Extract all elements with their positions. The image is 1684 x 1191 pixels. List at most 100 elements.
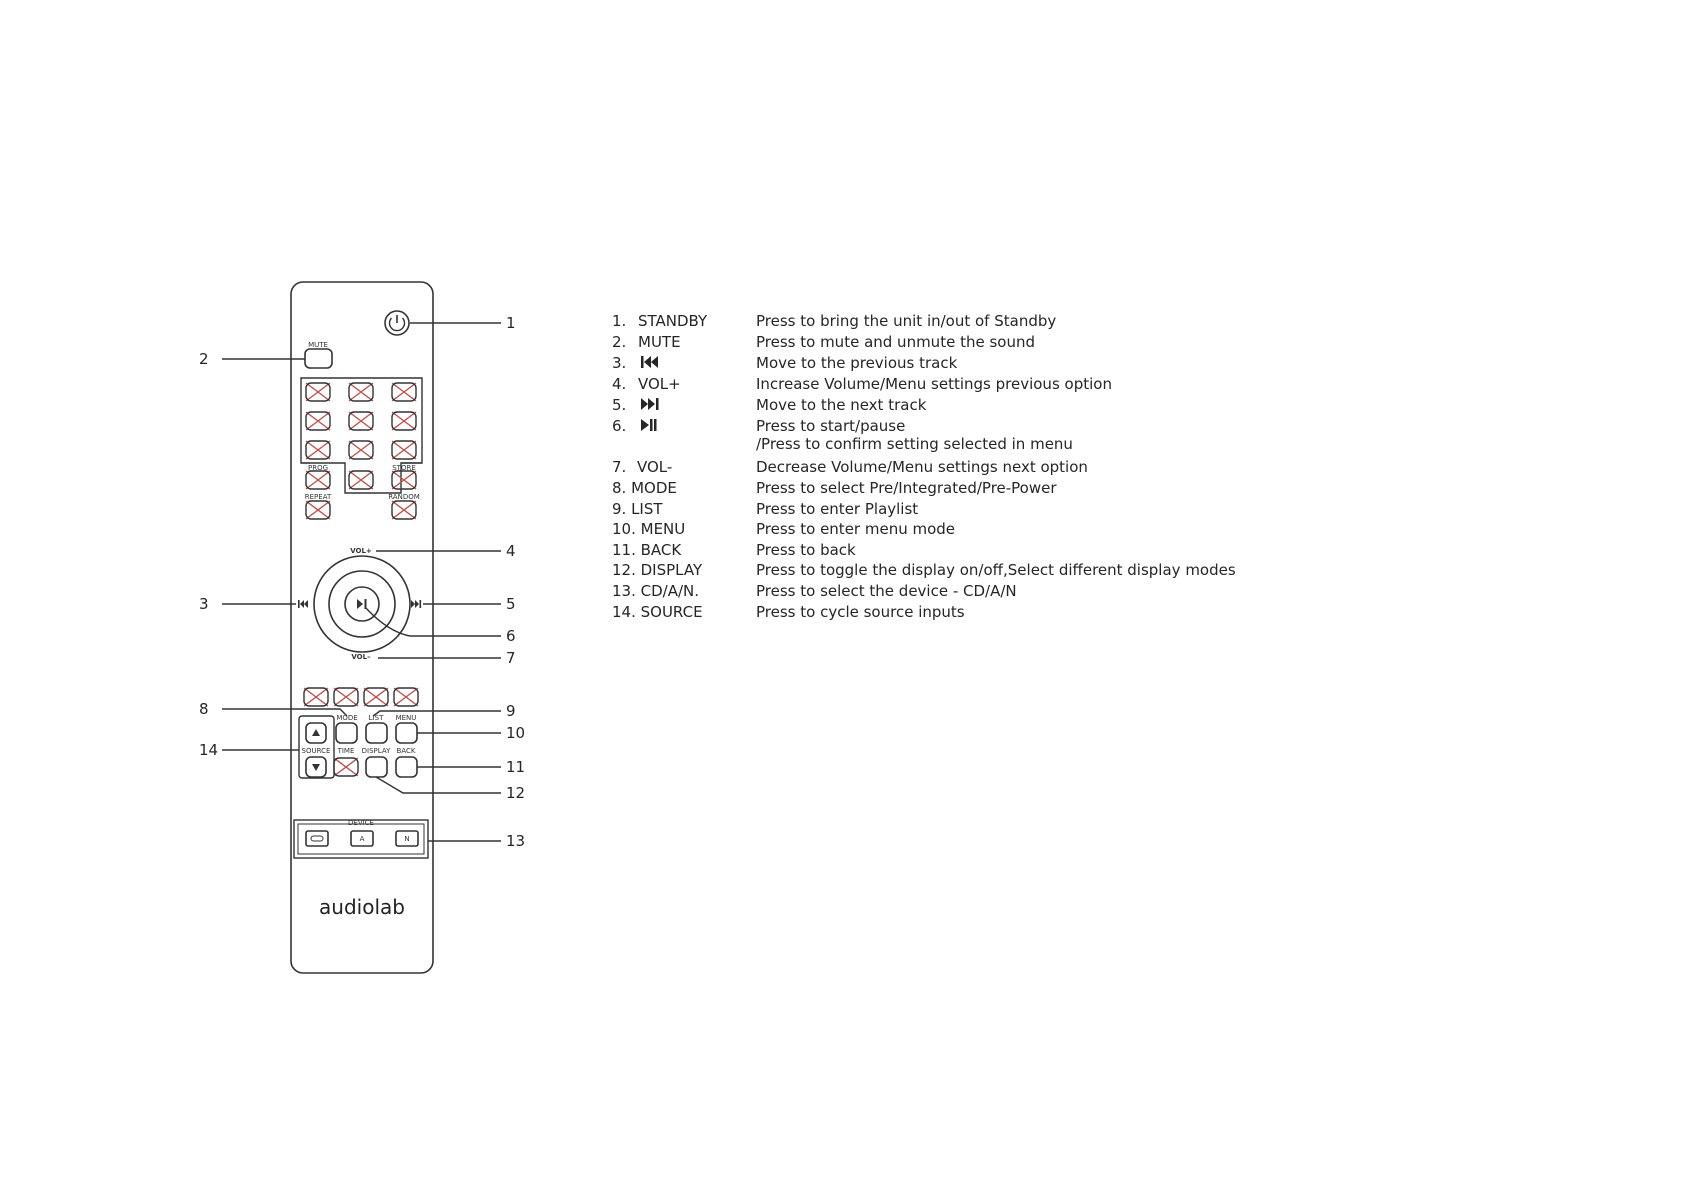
callout-line-6 [364, 606, 501, 637]
play-pause-icon [357, 599, 367, 609]
time-button[interactable] [333, 757, 359, 777]
standby-button[interactable] [384, 310, 410, 336]
legend-num: 7. [612, 458, 627, 476]
callout-14: 14 [199, 741, 218, 759]
legend-desc: Press to back [756, 541, 856, 559]
device-a-button[interactable] [350, 830, 374, 847]
callout-line-9 [372, 710, 501, 717]
keypad-button-0[interactable] [348, 470, 374, 490]
source-group-outline [298, 715, 335, 779]
next-track-icon [411, 600, 422, 608]
legend-desc: Increase Volume/Menu settings previous o… [756, 375, 1112, 393]
back-button[interactable] [395, 756, 418, 778]
legend-desc: Press to select the device - CD/A/N [756, 582, 1017, 600]
legend-desc: Press to bring the unit in/out of Standb… [756, 312, 1057, 330]
random-button-disabled-cross [391, 500, 417, 520]
legend-num: 6. [612, 417, 627, 435]
keypad-button-9[interactable] [391, 440, 417, 460]
nav-ring [313, 555, 411, 653]
legend-label: 14. SOURCE [612, 603, 703, 621]
keypad-button-6[interactable] [391, 411, 417, 431]
callout-5: 5 [506, 595, 516, 613]
source-label: SOURCE [302, 747, 331, 755]
legend-desc-continued: /Press to confirm setting selected in me… [756, 435, 1073, 453]
callout-6: 6 [506, 627, 516, 645]
device-n-button[interactable] [395, 830, 419, 847]
keypad-button-6-disabled-cross [391, 411, 417, 431]
previous-track-icon [298, 600, 308, 608]
keypad-button-9-disabled-cross [391, 440, 417, 460]
prog-label: PROG [308, 464, 328, 472]
source-up-icon [312, 729, 320, 736]
keypad-button-3[interactable] [391, 382, 417, 402]
callout-12: 12 [506, 784, 525, 802]
callout-13: 13 [506, 832, 525, 850]
callout-10: 10 [506, 724, 525, 742]
keypad-button-1[interactable] [305, 382, 331, 402]
next-track-icon [641, 398, 659, 410]
source-down-button[interactable] [305, 756, 327, 778]
keypad-button-4[interactable] [305, 411, 331, 431]
legend-desc: Press to cycle source inputs [756, 603, 965, 621]
rewind-button-disabled-cross [363, 687, 389, 707]
callout-line-8 [222, 708, 348, 717]
mute-button[interactable] [304, 348, 333, 369]
repeat-button[interactable] [305, 500, 331, 520]
source-down-icon [312, 764, 320, 771]
legend-label: 11. BACK [612, 541, 682, 559]
display-label: DISPLAY [362, 747, 391, 755]
display-button[interactable] [365, 756, 388, 778]
device-cd-button[interactable] [305, 830, 329, 847]
time-label: TIME [337, 747, 355, 755]
mode-label: MODE [336, 714, 357, 722]
store-button-disabled-cross [391, 470, 417, 490]
back-label: BACK [397, 747, 416, 755]
legend-num: 2. [612, 333, 627, 351]
list-button[interactable] [365, 722, 388, 744]
list-label: LIST [369, 714, 384, 722]
callout-8: 8 [199, 700, 209, 718]
play-button[interactable] [333, 687, 359, 707]
stop-button[interactable] [303, 687, 329, 707]
legend-desc: Press to enter menu mode [756, 520, 956, 538]
vol-minus-label: VOL– [351, 653, 371, 661]
legend-label: VOL- [637, 458, 673, 476]
legend-desc: Press to start/pause [756, 417, 906, 435]
remote-body [290, 281, 434, 974]
callout-2: 2 [199, 350, 209, 368]
keypad-button-8[interactable] [348, 440, 374, 460]
store-label: STORE [392, 464, 416, 472]
menu-button[interactable] [395, 722, 418, 744]
fast-forward-button-disabled-cross [393, 687, 419, 707]
fast-forward-button[interactable] [393, 687, 419, 707]
device-label: DEVICE [348, 819, 374, 827]
legend-label: 12. DISPLAY [612, 561, 703, 579]
play-button-disabled-cross [333, 687, 359, 707]
legend-desc: Move to the previous track [756, 354, 958, 372]
keypad-button-5[interactable] [348, 411, 374, 431]
legend-num: 1. [612, 312, 627, 330]
keypad-button-7[interactable] [305, 440, 331, 460]
source-up-button[interactable] [305, 722, 327, 744]
legend-num: 5. [612, 396, 627, 414]
stop-button-disabled-cross [303, 687, 329, 707]
keypad-button-2-disabled-cross [348, 382, 374, 402]
mode-button[interactable] [335, 722, 358, 744]
keypad-button-2[interactable] [348, 382, 374, 402]
time-button-disabled-cross [333, 757, 359, 777]
brand-logo: audiolab [319, 895, 405, 919]
repeat-button-disabled-cross [305, 500, 331, 520]
legend-label: VOL+ [638, 375, 681, 393]
legend-label: 13. CD/A/N. [612, 582, 700, 600]
rewind-button[interactable] [363, 687, 389, 707]
random-button[interactable] [391, 500, 417, 520]
prog-button[interactable] [305, 470, 331, 490]
keypad-outline [300, 377, 423, 494]
store-button[interactable] [391, 470, 417, 490]
previous-track-icon [641, 356, 658, 368]
legend-label: STANDBY [638, 312, 708, 330]
legend-desc: Press to select Pre/Integrated/Pre-Power [756, 479, 1057, 497]
cd-slot-icon [310, 835, 324, 842]
keypad-button-0-disabled-cross [348, 470, 374, 490]
